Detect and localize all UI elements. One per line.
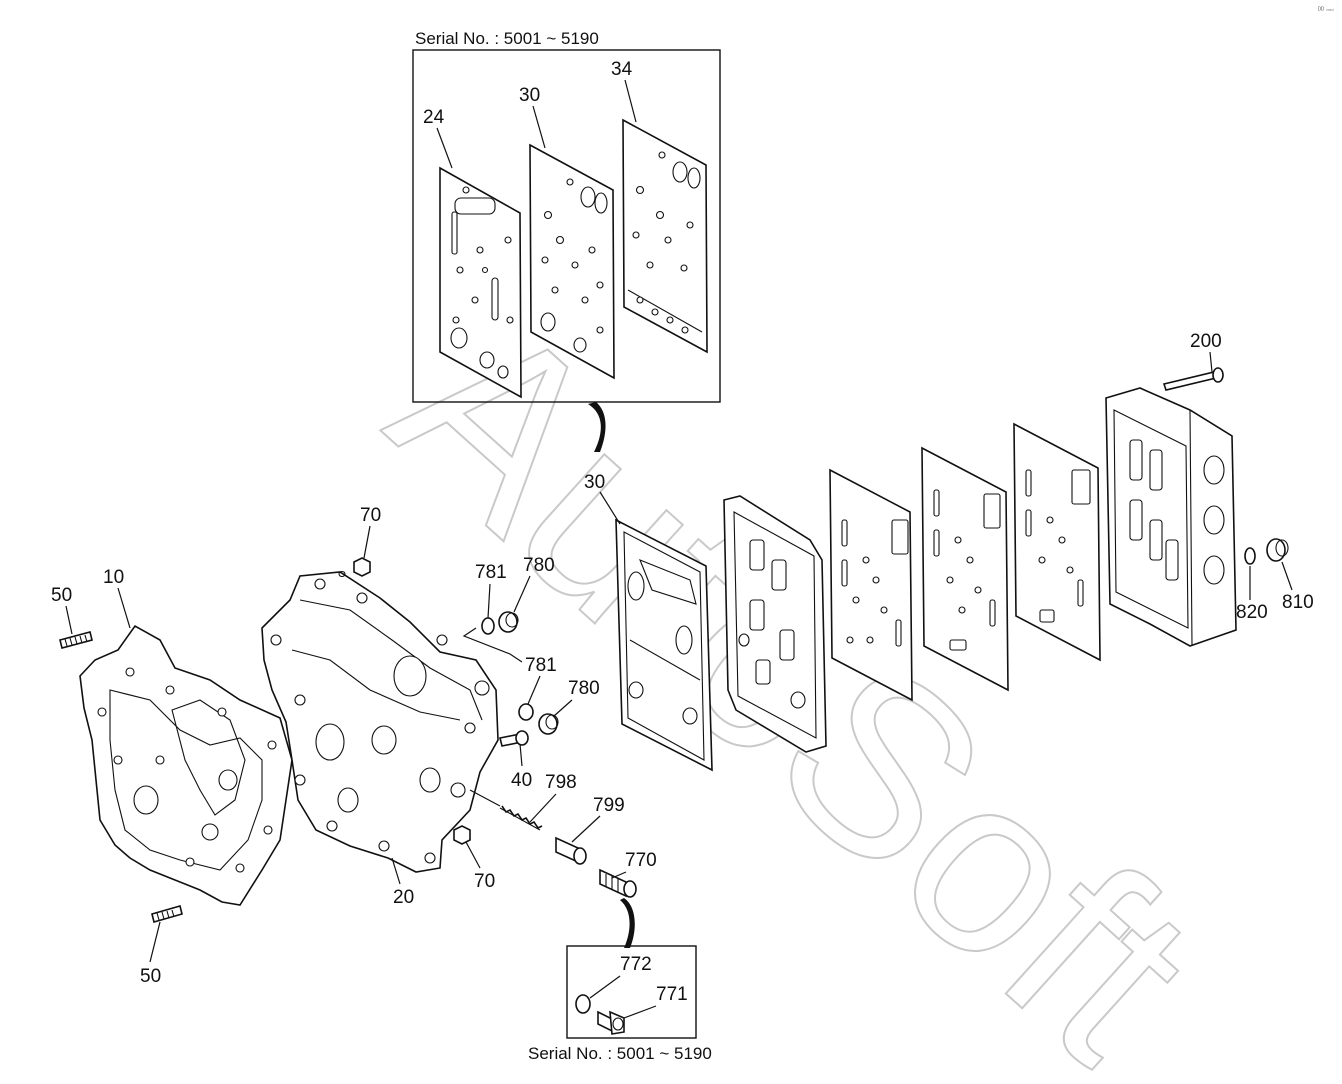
- callout-810: 810: [1282, 592, 1314, 613]
- part-10-gasket: [79, 624, 293, 906]
- part-30-gasket-main: [615, 518, 713, 772]
- callout-781-b: 781: [525, 655, 557, 676]
- callout-10: 10: [103, 567, 124, 588]
- callout-34: 34: [611, 59, 633, 80]
- valve-body-plate: [723, 495, 827, 753]
- part-200-bolt: [1162, 367, 1224, 391]
- part-770-plug: [599, 868, 637, 898]
- part-50-stud-bottom: [151, 905, 183, 923]
- callout-798: 798: [545, 772, 577, 793]
- callout-781-a: 781: [475, 562, 507, 583]
- callout-799: 799: [593, 795, 625, 816]
- part-771-plug: [597, 1010, 625, 1035]
- part-70-nut-bottom: [453, 825, 471, 845]
- callout-30-inset: 30: [519, 85, 540, 106]
- part-70-nut-top: [338, 557, 371, 578]
- callout-70-top: 70: [360, 505, 381, 526]
- callout-820: 820: [1236, 602, 1268, 623]
- callout-40: 40: [511, 770, 532, 791]
- inset-top-frame: [412, 49, 721, 403]
- separator-plate-1: [829, 468, 913, 702]
- inset-top: Serial No. : 5001 ~ 5190: [412, 29, 721, 403]
- part-772-oring: [575, 994, 591, 1014]
- callout-770: 770: [625, 850, 657, 871]
- callout-24: 24: [423, 107, 445, 128]
- callout-771: 771: [656, 984, 688, 1005]
- corner-mark: ᴰᴰ ▫▫▫: [1318, 7, 1334, 14]
- part-820-washer: [1244, 547, 1256, 565]
- callout-50-bottom: 50: [140, 966, 161, 987]
- part-781-oring-a: [481, 617, 495, 635]
- part-30-plate-inset: [529, 143, 615, 380]
- callout-30-main: 30: [584, 472, 605, 493]
- separator-plate-3: [1013, 422, 1101, 662]
- callout-780-b: 780: [568, 678, 600, 699]
- callout-780-a: 780: [523, 555, 555, 576]
- part-781-oring-b: [518, 703, 534, 721]
- part-24-plate: [439, 166, 522, 399]
- callout-70-bottom: 70: [474, 871, 495, 892]
- part-799-piston: [555, 836, 587, 865]
- callout-200: 200: [1190, 331, 1222, 352]
- part-798-spring: [469, 789, 543, 831]
- leader-781-group: [462, 627, 523, 663]
- valve-housing-upper: [1105, 387, 1237, 647]
- part-20-housing: [261, 571, 499, 873]
- part-780-plug-a: [498, 611, 519, 633]
- inset-pointer-arrow: [588, 402, 606, 452]
- callout-772: 772: [620, 954, 652, 975]
- part-810-plug: [1266, 538, 1289, 562]
- separator-plate-2: [921, 446, 1009, 692]
- inset-bottom: Serial No. : 5001 ~ 5190: [528, 945, 712, 1063]
- serial-label-bottom: Serial No. : 5001 ~ 5190: [528, 1044, 712, 1063]
- part-34-plate: [622, 118, 708, 354]
- serial-label-top: Serial No. : 5001 ~ 5190: [415, 29, 599, 48]
- callout-50-top: 50: [51, 585, 72, 606]
- inset-bottom-pointer-arrow: [620, 898, 635, 948]
- inset-bottom-frame: [566, 945, 697, 1039]
- part-40-bolt: [499, 730, 529, 747]
- callout-20: 20: [393, 887, 414, 908]
- part-50-stud-top: [59, 631, 93, 649]
- part-780-plug-b: [538, 713, 559, 735]
